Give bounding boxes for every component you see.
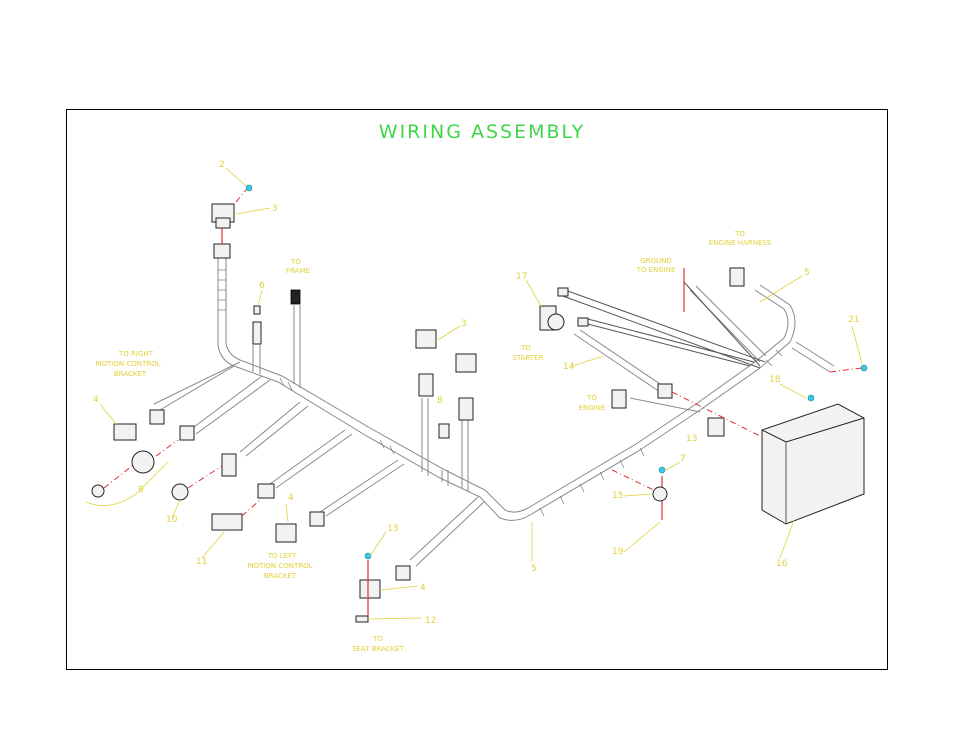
callout: 17	[516, 272, 527, 282]
callout: 5	[804, 268, 810, 278]
svg-text:FRAME: FRAME	[286, 267, 310, 275]
label-lh-control: TO LEFT MOTION CONTROL BRACKET	[247, 552, 312, 580]
callout: 11	[196, 557, 207, 567]
callout: 15	[612, 491, 623, 501]
starter-components	[539, 267, 761, 520]
screw-icon	[245, 184, 253, 192]
svg-text:TO: TO	[586, 394, 597, 402]
svg-text:TO RIGHT: TO RIGHT	[118, 350, 154, 358]
left-side-components	[91, 409, 411, 623]
callout: 21	[848, 315, 859, 325]
callout: 4	[288, 493, 294, 503]
svg-text:BRACKET: BRACKET	[114, 370, 147, 378]
callout: 8	[437, 396, 443, 406]
svg-text:TO: TO	[372, 635, 383, 643]
svg-text:SEAT BRACKET: SEAT BRACKET	[352, 645, 405, 653]
svg-text:TO: TO	[290, 258, 301, 266]
svg-text:ENGINE HARNESS: ENGINE HARNESS	[709, 239, 772, 247]
callout: 13	[686, 434, 697, 444]
callout: 3	[272, 204, 278, 214]
callout: 9	[138, 485, 144, 495]
middle-relays	[415, 329, 477, 439]
svg-text:GROUND: GROUND	[640, 257, 672, 265]
svg-text:ENGINE: ENGINE	[579, 404, 606, 412]
harness-ribbing	[218, 269, 783, 517]
diagram-title: WIRING ASSEMBLY	[379, 121, 585, 143]
svg-text:TO: TO	[734, 230, 745, 238]
label-rh-control: TO RIGHT MOTION CONTROL BRACKET	[95, 350, 160, 378]
svg-text:MOTION CONTROL: MOTION CONTROL	[95, 360, 160, 368]
frame-connector	[290, 289, 301, 305]
battery	[761, 364, 868, 525]
label-engine: TO ENGINE	[579, 394, 606, 412]
label-starter: TO STARTER	[513, 344, 544, 362]
callout: 19	[612, 547, 624, 557]
callout: 2	[219, 160, 225, 170]
callout: 4	[93, 395, 99, 405]
drawing-frame	[66, 109, 888, 670]
callout: 10	[166, 515, 178, 525]
callout: 3	[461, 319, 467, 329]
svg-text:MOTION CONTROL: MOTION CONTROL	[247, 562, 312, 570]
callout: 14	[563, 362, 575, 372]
fuse-holder	[252, 321, 262, 345]
svg-text:STARTER: STARTER	[513, 354, 544, 362]
main-harness	[153, 258, 835, 567]
label-seat: TO SEAT BRACKET	[352, 635, 405, 653]
callout: 12	[425, 616, 436, 626]
label-ground: GROUND TO ENGINE	[636, 257, 676, 274]
svg-text:BRACKET: BRACKET	[264, 572, 297, 580]
callout: 16	[776, 559, 788, 569]
label-engine-harness: TO ENGINE HARNESS	[709, 230, 772, 247]
callout: 5	[531, 564, 537, 574]
callout: 6	[259, 281, 265, 291]
svg-text:TO ENGINE: TO ENGINE	[636, 266, 676, 274]
callout: 13	[387, 524, 398, 534]
callout: 18	[769, 375, 781, 385]
top-relay	[211, 184, 253, 259]
svg-text:TO: TO	[520, 344, 531, 352]
label-frame: TO FRAME	[286, 258, 310, 275]
callout: 4	[420, 583, 426, 593]
svg-text:TO LEFT: TO LEFT	[267, 552, 297, 560]
callout: 7	[680, 454, 686, 464]
callouts: 2 3 3 4 4 4 5 5 6 7 8 9 10 11 12 13 13 1…	[85, 160, 863, 626]
